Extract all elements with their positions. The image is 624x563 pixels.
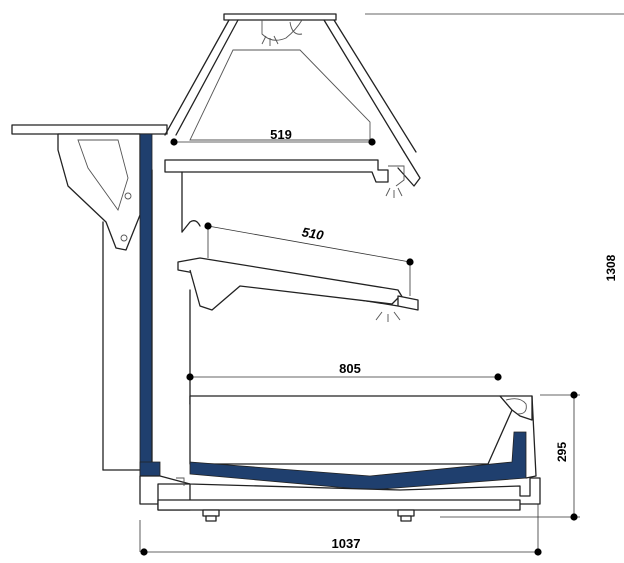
display-well	[189, 395, 537, 479]
extension-lines	[139, 13, 624, 552]
rear-wall	[139, 133, 153, 480]
top-shelf-light-icon	[385, 187, 403, 198]
left-foot	[202, 509, 220, 522]
label-1037: 1037	[332, 536, 361, 551]
middle-shelf-light-icon	[375, 311, 401, 322]
rear-counter	[11, 124, 168, 471]
dimension-805: 805	[186, 361, 502, 381]
dimension-510: 510	[204, 222, 414, 296]
label-295: 295	[555, 442, 569, 462]
base-frame	[139, 475, 541, 522]
canopy	[164, 13, 421, 187]
label-519: 519	[270, 127, 292, 142]
dimension-295: 295	[555, 391, 578, 521]
label-1308: 1308	[604, 254, 618, 281]
dimension-519: 519	[170, 127, 376, 146]
dimension-1037: 1037	[140, 536, 542, 556]
dimension-1308: 1308	[604, 254, 618, 281]
label-805: 805	[339, 361, 361, 376]
right-foot	[397, 509, 415, 522]
top-shelf	[164, 159, 405, 198]
well-liner	[189, 431, 527, 491]
top-light-icon	[261, 35, 279, 46]
rear-corner-accent	[139, 461, 161, 477]
label-510: 510	[301, 224, 326, 243]
middle-shelf	[177, 257, 419, 322]
